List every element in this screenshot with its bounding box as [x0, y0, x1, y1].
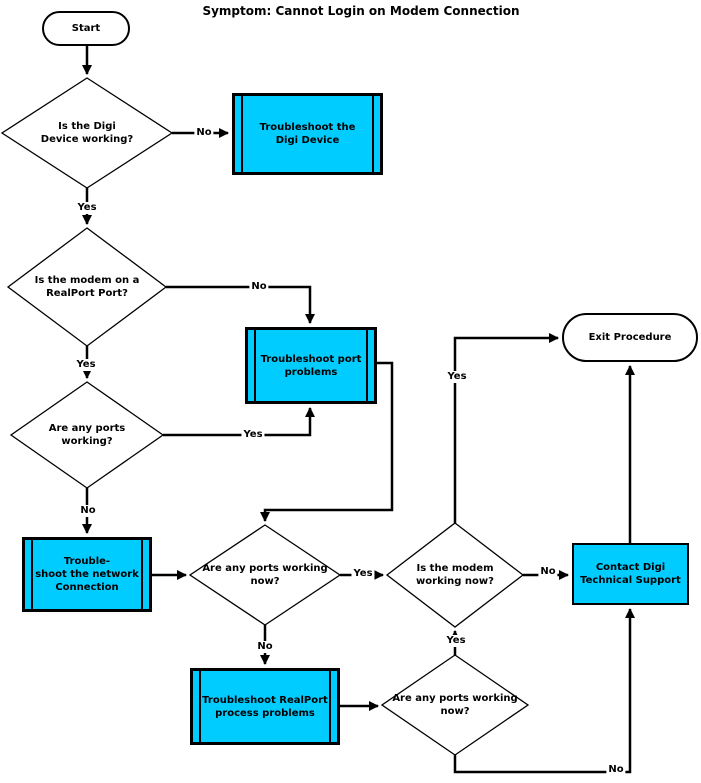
connector-realport-no [166, 285, 315, 324]
edge-label-ports-working-yes: Yes [241, 429, 265, 441]
decision-ports-working-shape [9, 381, 165, 489]
connector-modem-now-yes [453, 333, 559, 523]
decision-ports-working-now-2-shape [380, 654, 530, 756]
edge-label-ports-now2-no: No [606, 764, 626, 776]
troubleshoot-realport-process-box: Troubleshoot RealPort process problems [190, 668, 340, 745]
troubleshoot-network-connection-box: Trouble- shoot the network Connection [22, 537, 152, 612]
edge-label-ports-working-no: No [78, 505, 98, 517]
edge-label-ports-now2-yes: Yes [444, 635, 468, 647]
contact-digi-support-box: Contact Digi Technical Support [572, 543, 689, 605]
diagram-title: Symptom: Cannot Login on Modem Connectio… [202, 4, 520, 18]
connector-ports-working-yes [163, 407, 315, 437]
edge-label-realport-no: No [249, 281, 269, 293]
edge-label-ports-now1-yes: Yes [351, 568, 375, 580]
edge-label-realport-yes: Yes [74, 359, 98, 371]
edge-label-ports-now1-no: No [255, 641, 275, 653]
exit-procedure-terminator: Exit Procedure [562, 313, 698, 362]
decision-digi-working-shape [0, 77, 174, 189]
edge-label-modem-now-yes: Yes [445, 371, 469, 383]
connector-ports-now2-no [453, 608, 635, 774]
decision-ports-working-now-1-shape [188, 524, 342, 626]
troubleshoot-digi-device-box: Troubleshoot the Digi Device [232, 93, 383, 175]
edge-label-modem-now-no: No [538, 566, 558, 578]
decision-modem-realport-shape [6, 227, 168, 347]
start-terminator: Start [42, 11, 130, 46]
troubleshoot-port-problems-box: Troubleshoot port problems [245, 327, 377, 404]
edge-label-digi-no: No [194, 127, 214, 139]
decision-modem-working-now-shape [385, 522, 525, 628]
connector-port-problems-to-ports-now1 [260, 361, 394, 522]
edge-label-digi-yes: Yes [75, 202, 99, 214]
